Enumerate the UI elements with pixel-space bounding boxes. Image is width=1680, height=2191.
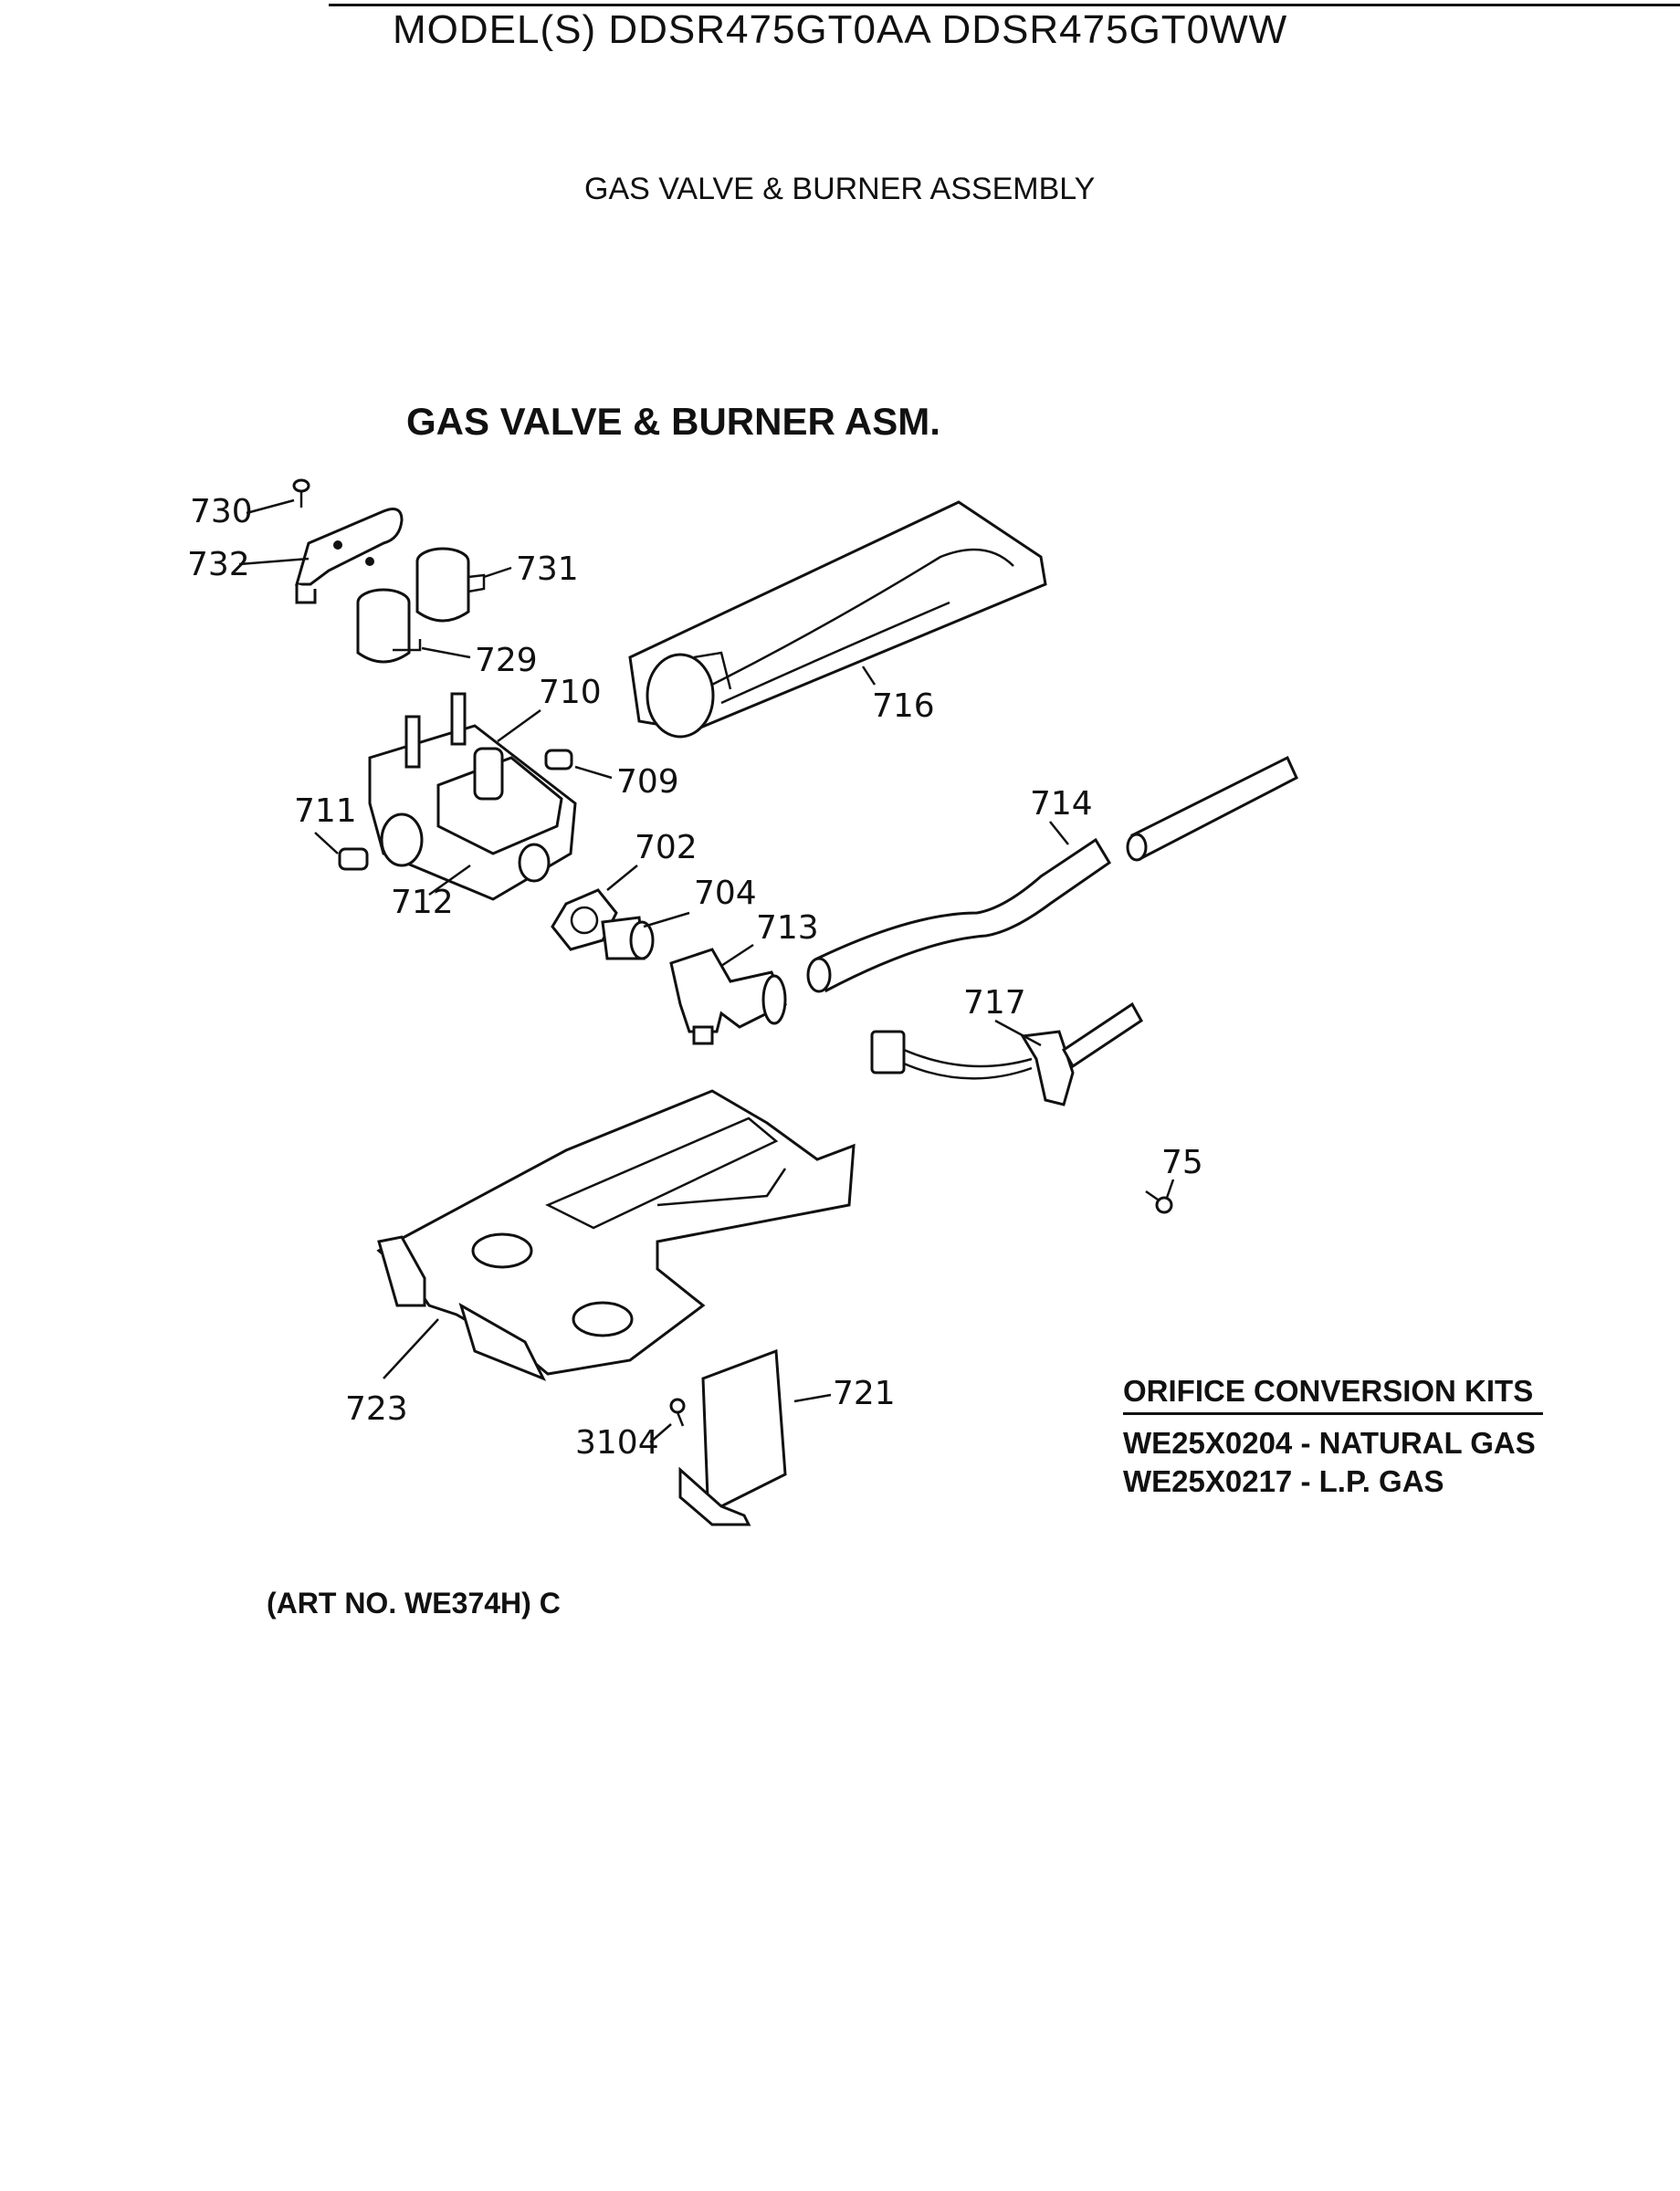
- part-721-shield: [678, 1348, 787, 1526]
- part-713-elbow: [669, 948, 787, 1045]
- callout-731: 731: [516, 550, 579, 588]
- assembly-title: GAS VALVE & BURNER ASM.: [406, 400, 940, 443]
- callout-729: 729: [475, 642, 538, 679]
- part-732-bracket: [295, 508, 404, 604]
- part-723-mounting-bracket: [376, 1089, 856, 1381]
- top-rule: [329, 4, 1680, 6]
- part-3104-screw: [669, 1398, 686, 1427]
- part-730-screw: [292, 478, 310, 508]
- part-729-coil: [356, 588, 422, 664]
- kit-row-lp-gas: WE25X0217 - L.P. GAS: [1123, 1464, 1543, 1499]
- part-704-orifice: [601, 916, 655, 960]
- callout-704: 704: [694, 875, 757, 912]
- callout-716: 716: [872, 687, 935, 725]
- callout-717: 717: [963, 984, 1026, 1022]
- callout-713: 713: [756, 909, 819, 947]
- callout-712: 712: [391, 884, 454, 921]
- callout-labels: 730 732 731 729 710 716 709 711 714 702 …: [187, 493, 1203, 1462]
- leader-lines: [238, 498, 1175, 1443]
- callout-3104: 3104: [575, 1424, 659, 1462]
- callout-730: 730: [190, 493, 253, 530]
- kit-row-natural-gas: WE25X0204 - NATURAL GAS: [1123, 1426, 1543, 1461]
- kits-heading: ORIFICE CONVERSION KITS: [1123, 1374, 1543, 1415]
- kit-part-number: WE25X0204: [1123, 1426, 1293, 1460]
- part-710-gas-valve: [368, 692, 577, 901]
- callout-75: 75: [1161, 1144, 1203, 1181]
- callout-702: 702: [635, 829, 698, 866]
- model-line: MODEL(S) DDSR475GT0AA DDSR475GT0WW: [393, 7, 1288, 52]
- part-709-fitting: [544, 749, 573, 771]
- callout-732: 732: [187, 546, 250, 583]
- part-716-burner: [628, 500, 1047, 739]
- kit-description: NATURAL GAS: [1318, 1426, 1536, 1460]
- part-731-coil: [415, 547, 486, 623]
- part-717-igniter: [870, 1001, 1143, 1106]
- kit-description: L.P. GAS: [1318, 1464, 1444, 1498]
- art-number: (ART NO. WE374H) C: [267, 1587, 561, 1620]
- kit-part-number: WE25X0217: [1123, 1464, 1293, 1498]
- part-711-fitting: [338, 847, 369, 871]
- callout-721: 721: [833, 1375, 896, 1412]
- part-714-tube: [806, 755, 1298, 993]
- callout-709: 709: [616, 763, 679, 801]
- kit-separator: -: [1300, 1464, 1319, 1498]
- kit-separator: -: [1300, 1426, 1319, 1460]
- part-75-screw: [1145, 1190, 1173, 1214]
- section-subtitle: GAS VALVE & BURNER ASSEMBLY: [584, 172, 1096, 206]
- callout-723: 723: [345, 1390, 408, 1428]
- callout-710: 710: [539, 674, 602, 711]
- orifice-conversion-kits: ORIFICE CONVERSION KITS WE25X0204 - NATU…: [1123, 1374, 1543, 1499]
- callout-714: 714: [1030, 785, 1093, 823]
- part-702-nut: [551, 888, 618, 951]
- callout-711: 711: [294, 792, 357, 830]
